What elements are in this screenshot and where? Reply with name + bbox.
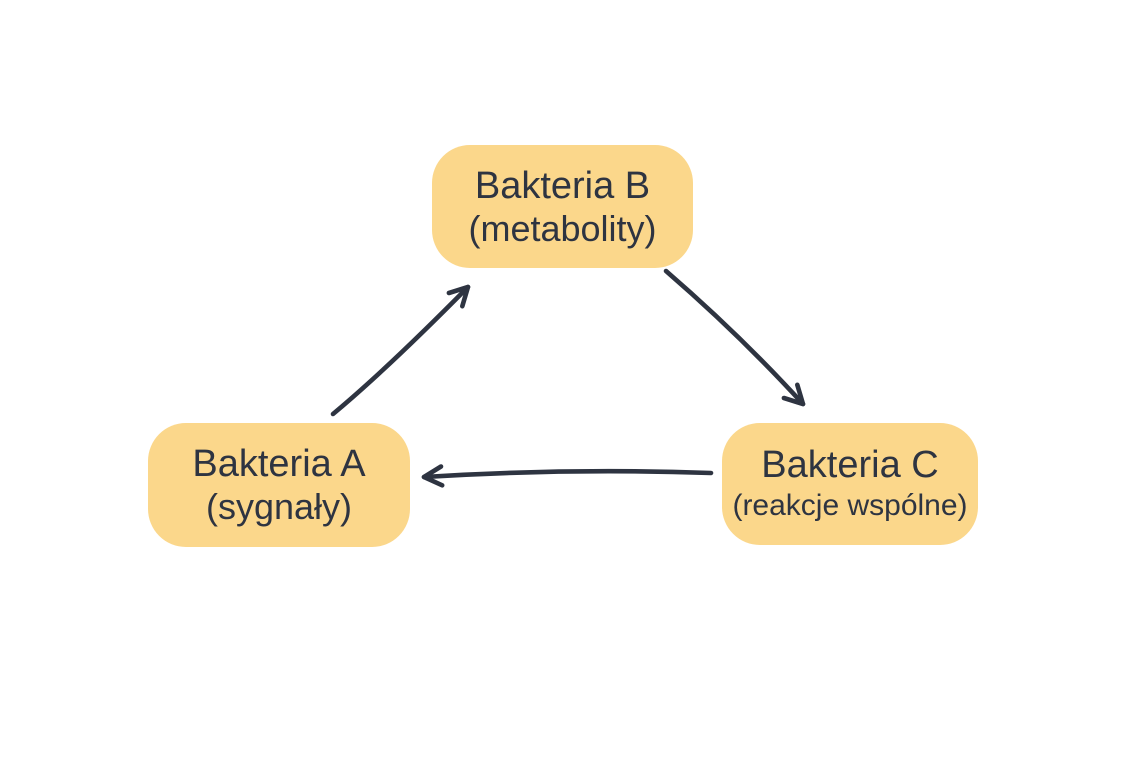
- arrow-a-to-b: [330, 284, 471, 417]
- node-bakteria-a: Bakteria A (sygnały): [148, 423, 410, 547]
- node-bakteria-c-subtitle: (reakcje wspólne): [732, 489, 968, 522]
- node-bakteria-c: Bakteria C (reakcje wspólne): [722, 423, 978, 545]
- node-bakteria-b: Bakteria B (metabolity): [432, 145, 693, 268]
- arrow-b-to-c: [663, 268, 806, 407]
- arrow-c-to-a: [421, 464, 714, 488]
- node-bakteria-a-title: Bakteria A: [192, 443, 366, 485]
- node-bakteria-a-subtitle: (sygnały): [205, 486, 353, 527]
- node-bakteria-c-title: Bakteria C: [761, 444, 939, 486]
- node-bakteria-b-title: Bakteria B: [474, 164, 651, 207]
- node-bakteria-b-subtitle: (metabolity): [468, 207, 657, 249]
